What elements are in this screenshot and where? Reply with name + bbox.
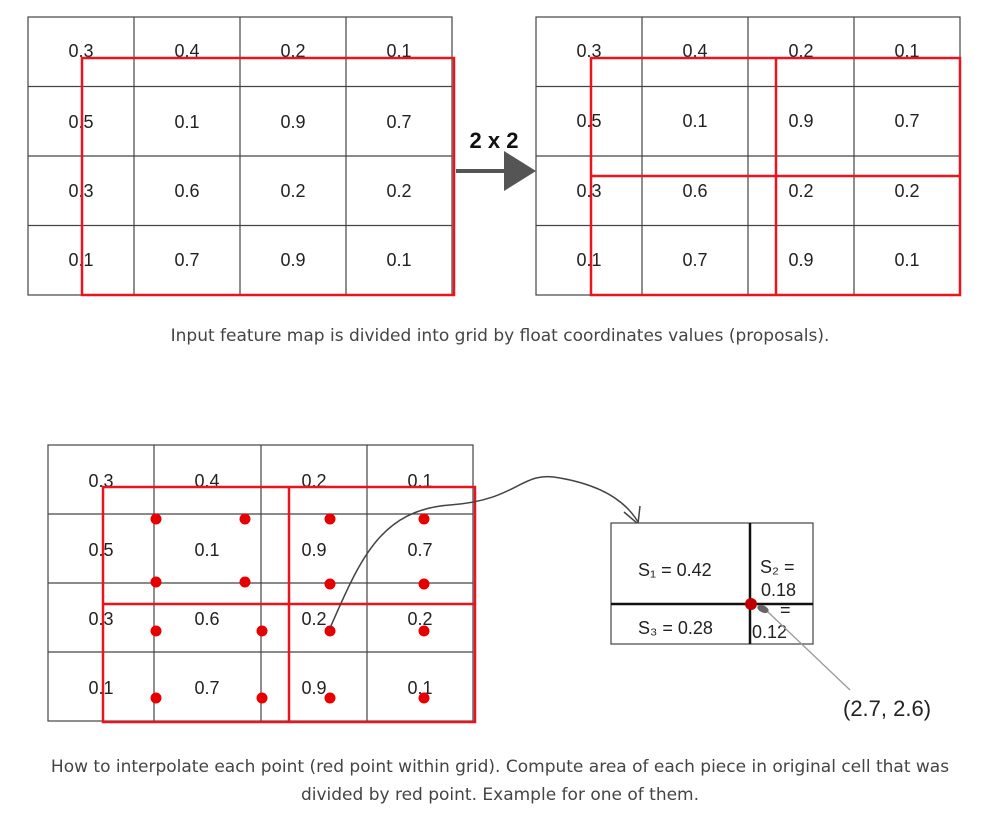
cell-value: 0.1 [576, 250, 601, 270]
cell-values: 0.3 0.4 0.2 0.1 0.5 0.1 0.9 0.7 0.3 0.6 … [576, 41, 919, 270]
sampling-point [324, 625, 336, 637]
cell-value: 0.2 [386, 181, 411, 201]
area-s4-value: 0.12 [752, 622, 787, 642]
cell-value: 0.2 [280, 181, 305, 201]
cell-value: 0.2 [407, 609, 432, 629]
inset-cell [610, 522, 814, 645]
caption-bottom-line2: divided by red point. Example for one of… [300, 785, 700, 805]
cell-value: 0.5 [576, 111, 601, 131]
cell-value: 0.2 [894, 181, 919, 201]
point-coordinate-label: (2.7, 2.6) [843, 696, 931, 721]
cell-value: 0.9 [301, 678, 326, 698]
cell-value: 0.1 [386, 250, 411, 270]
caption-top: Input feature map is divided into grid b… [170, 326, 830, 346]
sampling-point [256, 625, 268, 637]
cell-value: 0.1 [386, 41, 411, 61]
cell-value: 0.2 [301, 609, 326, 629]
cell-value: 0.9 [788, 250, 813, 270]
cell-value: 0.3 [88, 609, 113, 629]
cell-value: 0.7 [682, 250, 707, 270]
cell-value: 0.1 [894, 41, 919, 61]
cell-value: 0.4 [174, 41, 199, 61]
sampling-point [150, 692, 162, 704]
cell-value: 0.1 [88, 678, 113, 698]
sampling-point [418, 692, 430, 704]
cell-value: 0.3 [576, 181, 601, 201]
sampling-point [324, 692, 336, 704]
cell-value: 0.1 [682, 111, 707, 131]
cell-value: 0.6 [682, 181, 707, 201]
cell-value: 0.9 [280, 112, 305, 132]
grid-lines [47, 444, 474, 722]
area-s2-label: S₂ = [760, 557, 795, 577]
feature-map-divided: 0.3 0.4 0.2 0.1 0.5 0.1 0.9 0.7 0.3 0.6 … [535, 16, 962, 297]
cell-value: 0.6 [194, 609, 219, 629]
area-s4-label: = [780, 600, 791, 620]
cell-value: 0.3 [576, 41, 601, 61]
interpolation-inset: S₁ = 0.42 S₂ = 0.18 S₃ = 0.28 = 0.12 (2.… [610, 522, 931, 721]
cell-value: 0.7 [894, 111, 919, 131]
cell-value: 0.9 [280, 250, 305, 270]
cell-value: 0.4 [682, 41, 707, 61]
cell-value: 0.7 [194, 678, 219, 698]
sampling-point [324, 513, 336, 525]
cell-value: 0.9 [788, 111, 813, 131]
sampling-point [418, 625, 430, 637]
sampling-point [150, 576, 162, 588]
sampling-point [239, 576, 251, 588]
pooling-arrow: 2 x 2 [456, 128, 536, 191]
cell-value: 0.5 [88, 540, 113, 560]
cell-value: 0.7 [386, 112, 411, 132]
cell-value: 0.1 [194, 540, 219, 560]
proposal-bins [101, 485, 477, 724]
feature-map-sampling: 0.3 0.4 0.2 0.1 0.5 0.1 0.9 0.7 0.3 0.6 … [47, 444, 477, 724]
sampling-point [239, 513, 251, 525]
connector-curve [329, 476, 639, 629]
cell-value: 0.2 [280, 41, 305, 61]
cell-value: 0.2 [788, 41, 813, 61]
sampling-points [150, 513, 430, 704]
cell-value: 0.1 [174, 112, 199, 132]
proposal-box [80, 56, 456, 297]
cell-value: 0.9 [301, 540, 326, 560]
sampling-point [150, 513, 162, 525]
cell-values: 0.3 0.4 0.2 0.1 0.5 0.1 0.9 0.7 0.3 0.6 … [68, 41, 411, 270]
sampling-point [418, 513, 430, 525]
sampling-point [418, 578, 430, 590]
pool-size-label: 2 x 2 [470, 128, 519, 153]
area-s2-value: 0.18 [761, 580, 796, 600]
cell-value: 0.1 [894, 250, 919, 270]
sampling-point [324, 578, 336, 590]
sample-point-marker-shadow [757, 604, 769, 614]
cell-value: 0.7 [407, 540, 432, 560]
sampling-point [150, 625, 162, 637]
cell-value: 0.7 [174, 250, 199, 270]
area-s3-label: S₃ = 0.28 [638, 618, 713, 638]
area-s1-label: S₁ = 0.42 [638, 560, 712, 580]
sample-point-marker [745, 598, 757, 610]
proposal-bins [589, 56, 962, 297]
coordinate-pointer-line [767, 611, 851, 691]
caption-bottom-line1: How to interpolate each point (red point… [50, 757, 950, 777]
connector-arrowhead [623, 505, 641, 526]
cell-value: 0.6 [174, 181, 199, 201]
cell-value: 0.3 [68, 41, 93, 61]
cell-value: 0.2 [788, 181, 813, 201]
feature-map-input: 0.3 0.4 0.2 0.1 0.5 0.1 0.9 0.7 0.3 0.6 … [27, 16, 456, 297]
sampling-point [256, 692, 268, 704]
